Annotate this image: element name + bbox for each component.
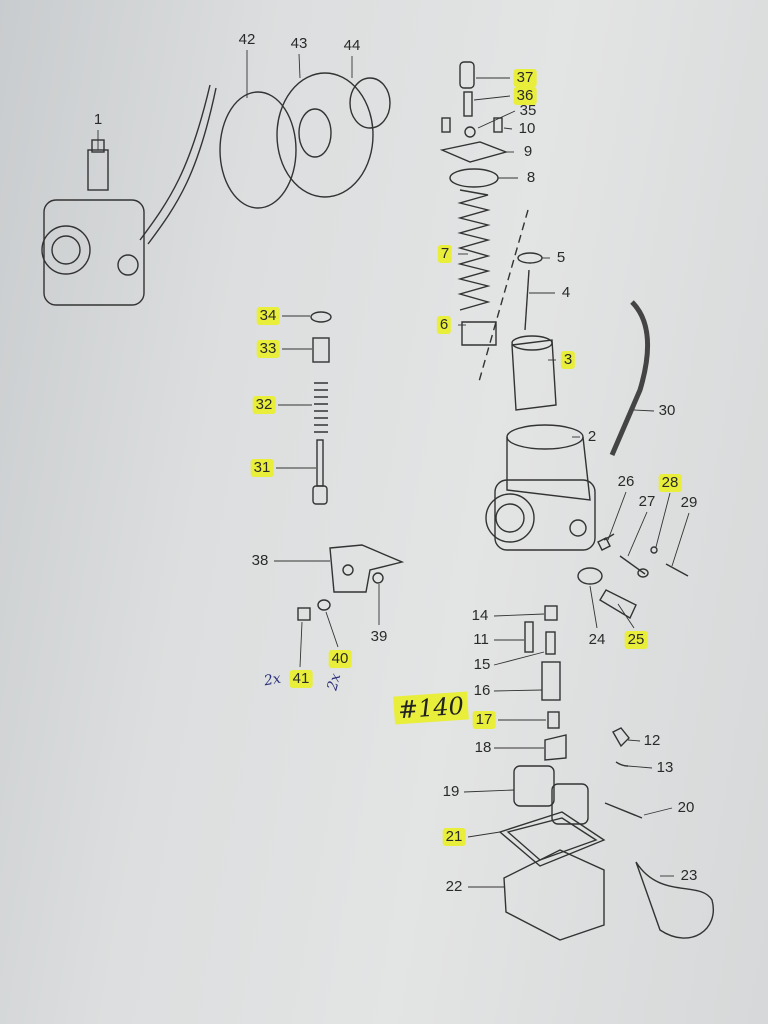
part-label-6: 6 bbox=[436, 316, 452, 334]
part-label-17: 17 bbox=[472, 711, 496, 729]
part-label-25: 25 bbox=[624, 631, 648, 649]
part-label-14: 14 bbox=[471, 607, 489, 624]
part-label-13: 13 bbox=[656, 759, 674, 776]
part-label-41: 41 bbox=[289, 670, 313, 688]
part-label-37: 37 bbox=[513, 69, 537, 87]
carburetor-body-drawing bbox=[485, 424, 596, 551]
part-label-27: 27 bbox=[638, 493, 656, 510]
part-label-12: 12 bbox=[643, 732, 661, 749]
part-label-33: 33 bbox=[256, 340, 280, 358]
part-label-22: 22 bbox=[445, 878, 463, 895]
part-label-8: 8 bbox=[526, 169, 536, 186]
part-label-20: 20 bbox=[677, 799, 695, 816]
quantity-note-41: 2x bbox=[262, 670, 283, 690]
part-label-40: 40 bbox=[328, 650, 352, 668]
part-reference-note: #140 bbox=[393, 691, 469, 725]
part-label-38: 38 bbox=[251, 552, 269, 569]
part-label-26: 26 bbox=[617, 473, 635, 490]
part-label-24: 24 bbox=[588, 631, 606, 648]
part-label-15: 15 bbox=[473, 656, 491, 673]
part-label-4: 4 bbox=[561, 284, 571, 301]
part-label-28: 28 bbox=[658, 474, 682, 492]
part-label-29: 29 bbox=[680, 494, 698, 511]
part-label-42: 42 bbox=[238, 31, 256, 48]
part-label-19: 19 bbox=[442, 783, 460, 800]
part-label-32: 32 bbox=[252, 396, 276, 414]
part-label-39: 39 bbox=[370, 628, 388, 645]
part-label-44: 44 bbox=[343, 37, 361, 54]
part-label-43: 43 bbox=[290, 35, 308, 52]
part-label-1: 1 bbox=[93, 111, 103, 128]
part-label-10: 10 bbox=[518, 120, 536, 137]
part-label-3: 3 bbox=[560, 351, 576, 369]
part-label-35: 35 bbox=[519, 102, 537, 119]
part-label-31: 31 bbox=[250, 459, 274, 477]
part-label-21: 21 bbox=[442, 828, 466, 846]
part-label-23: 23 bbox=[680, 867, 698, 884]
part-label-16: 16 bbox=[473, 682, 491, 699]
part-label-11: 11 bbox=[473, 631, 489, 648]
carburetor-assembly-drawing bbox=[41, 84, 217, 306]
part-label-7: 7 bbox=[437, 245, 453, 263]
part-label-36: 36 bbox=[513, 87, 537, 105]
part-label-2: 2 bbox=[587, 428, 597, 445]
part-label-30: 30 bbox=[658, 402, 676, 419]
part-label-34: 34 bbox=[256, 307, 280, 325]
part-label-18: 18 bbox=[474, 739, 492, 756]
part-label-5: 5 bbox=[556, 249, 566, 266]
air-filter-drawing bbox=[219, 72, 391, 209]
part-label-9: 9 bbox=[523, 143, 533, 160]
